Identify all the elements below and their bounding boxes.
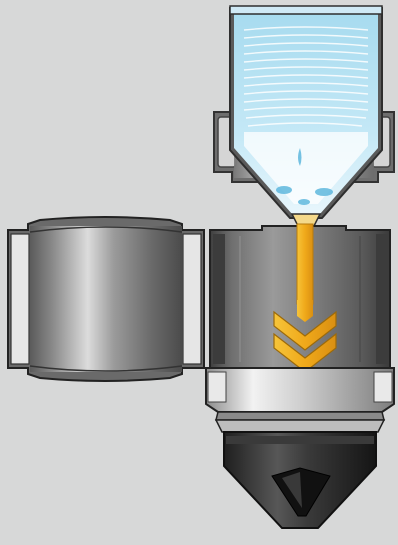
filament-hopper <box>230 6 382 226</box>
left-clamp-block <box>8 217 204 381</box>
nozzle-tip <box>224 432 376 528</box>
heater-band <box>206 368 394 432</box>
